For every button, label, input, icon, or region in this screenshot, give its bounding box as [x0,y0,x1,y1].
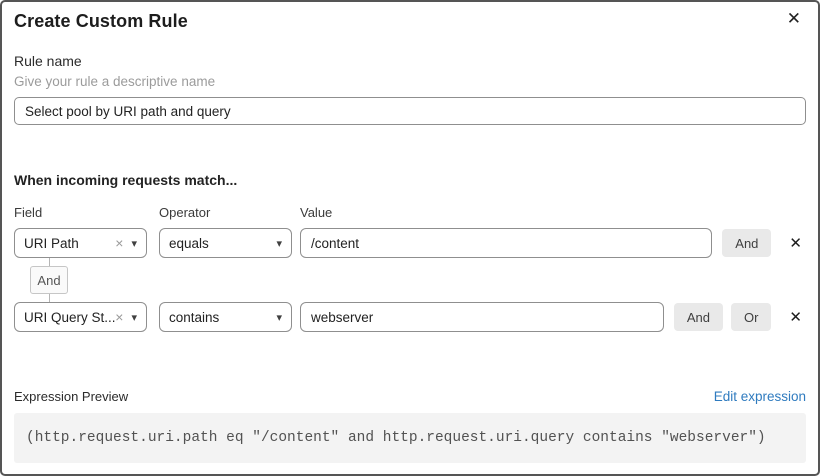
expression-preview-header: Expression Preview Edit expression [14,389,806,404]
field-select-value: URI Path [24,235,79,251]
operator-select-value: equals [169,235,209,251]
close-icon[interactable]: ✕ [783,7,805,32]
remove-condition-icon[interactable]: ✕ [789,233,802,252]
rule-name-input[interactable] [14,97,806,125]
field-column-label: Field [14,205,43,220]
condition-row: URI Query St... × ▾ contains ▾ And Or ✕ [14,302,806,332]
field-select[interactable]: URI Query St... × ▾ [14,302,147,332]
and-connector-badge: And [30,266,68,294]
value-input[interactable] [300,302,664,332]
field-select[interactable]: URI Path × ▾ [14,228,147,258]
chevron-down-icon: ▾ [276,236,282,250]
operator-select[interactable]: contains ▾ [159,302,292,332]
clear-selection-icon[interactable]: × [115,309,124,325]
operator-column-label: Operator [159,205,211,220]
expression-text: (http.request.uri.path eq "/content" and… [26,430,766,446]
dialog-title: Create Custom Rule [14,11,188,31]
chevron-down-icon: ▾ [276,310,282,324]
expression-preview-box: (http.request.uri.path eq "/content" and… [14,413,806,463]
rule-name-hint: Give your rule a descriptive name [14,74,216,89]
and-button[interactable]: And [673,303,723,331]
operator-select-value: contains [169,309,220,325]
remove-condition-icon[interactable]: ✕ [789,307,802,326]
or-button[interactable]: Or [730,303,772,331]
chevron-down-icon: ▾ [131,310,137,324]
operator-select[interactable]: equals ▾ [159,228,292,258]
connector-line [48,294,50,302]
clear-selection-icon[interactable]: × [115,235,124,251]
field-select-value: URI Query St... [24,309,116,325]
expression-preview-label: Expression Preview [14,389,129,404]
value-column-label: Value [300,205,333,220]
connector-line [48,258,50,266]
value-input[interactable] [300,228,713,258]
condition-row: URI Path × ▾ equals ▾ And ✕ [14,228,806,258]
rule-name-label: Rule name [14,53,82,69]
chevron-down-icon: ▾ [131,236,137,250]
and-connector: And [30,258,68,302]
condition-column-labels: Field Operator Value [14,205,806,220]
match-section-heading: When incoming requests match... [14,172,238,188]
edit-expression-link[interactable]: Edit expression [713,389,806,404]
and-button[interactable]: And [722,229,772,257]
